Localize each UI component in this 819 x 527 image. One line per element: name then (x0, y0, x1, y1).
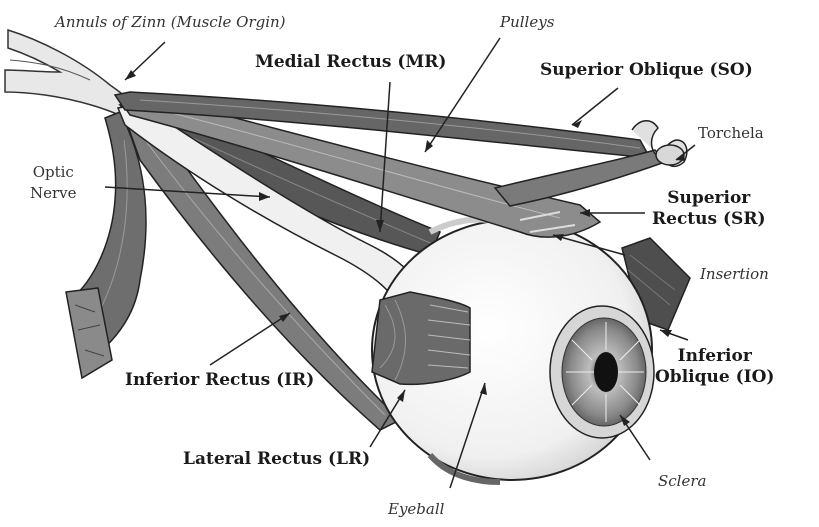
label-annulus-of-zinn: Annuls of Zinn (Muscle Orgin) (55, 13, 286, 31)
label-optic-nerve-line2: Nerve (30, 183, 77, 204)
label-optic-nerve-line1: Optic (30, 162, 77, 183)
label-superior-rectus-line2: Rectus (SR) (652, 209, 766, 230)
label-insertion: Insertion (700, 265, 769, 283)
label-inferior-oblique: Inferior Oblique (IO) (655, 346, 774, 388)
label-inferior-oblique-line1: Inferior (655, 346, 774, 367)
label-lateral-rectus: Lateral Rectus (LR) (183, 449, 370, 469)
label-trochlea: Torchela (698, 124, 764, 142)
label-inferior-rectus: Inferior Rectus (IR) (125, 370, 314, 390)
label-superior-oblique: Superior Oblique (SO) (540, 60, 753, 80)
label-sclera: Sclera (658, 472, 706, 490)
label-optic-nerve: Optic Nerve (30, 162, 77, 204)
annulus-of-zinn (5, 30, 132, 118)
superior-oblique-tendon (495, 150, 665, 206)
label-inferior-oblique-line2: Oblique (IO) (655, 367, 774, 388)
label-pulleys: Pulleys (500, 13, 554, 31)
pupil (594, 352, 618, 392)
label-medial-rectus: Medial Rectus (MR) (255, 52, 446, 72)
label-superior-rectus: Superior Rectus (SR) (652, 188, 766, 230)
label-superior-rectus-line1: Superior (652, 188, 766, 209)
label-eyeball: Eyeball (388, 500, 444, 518)
